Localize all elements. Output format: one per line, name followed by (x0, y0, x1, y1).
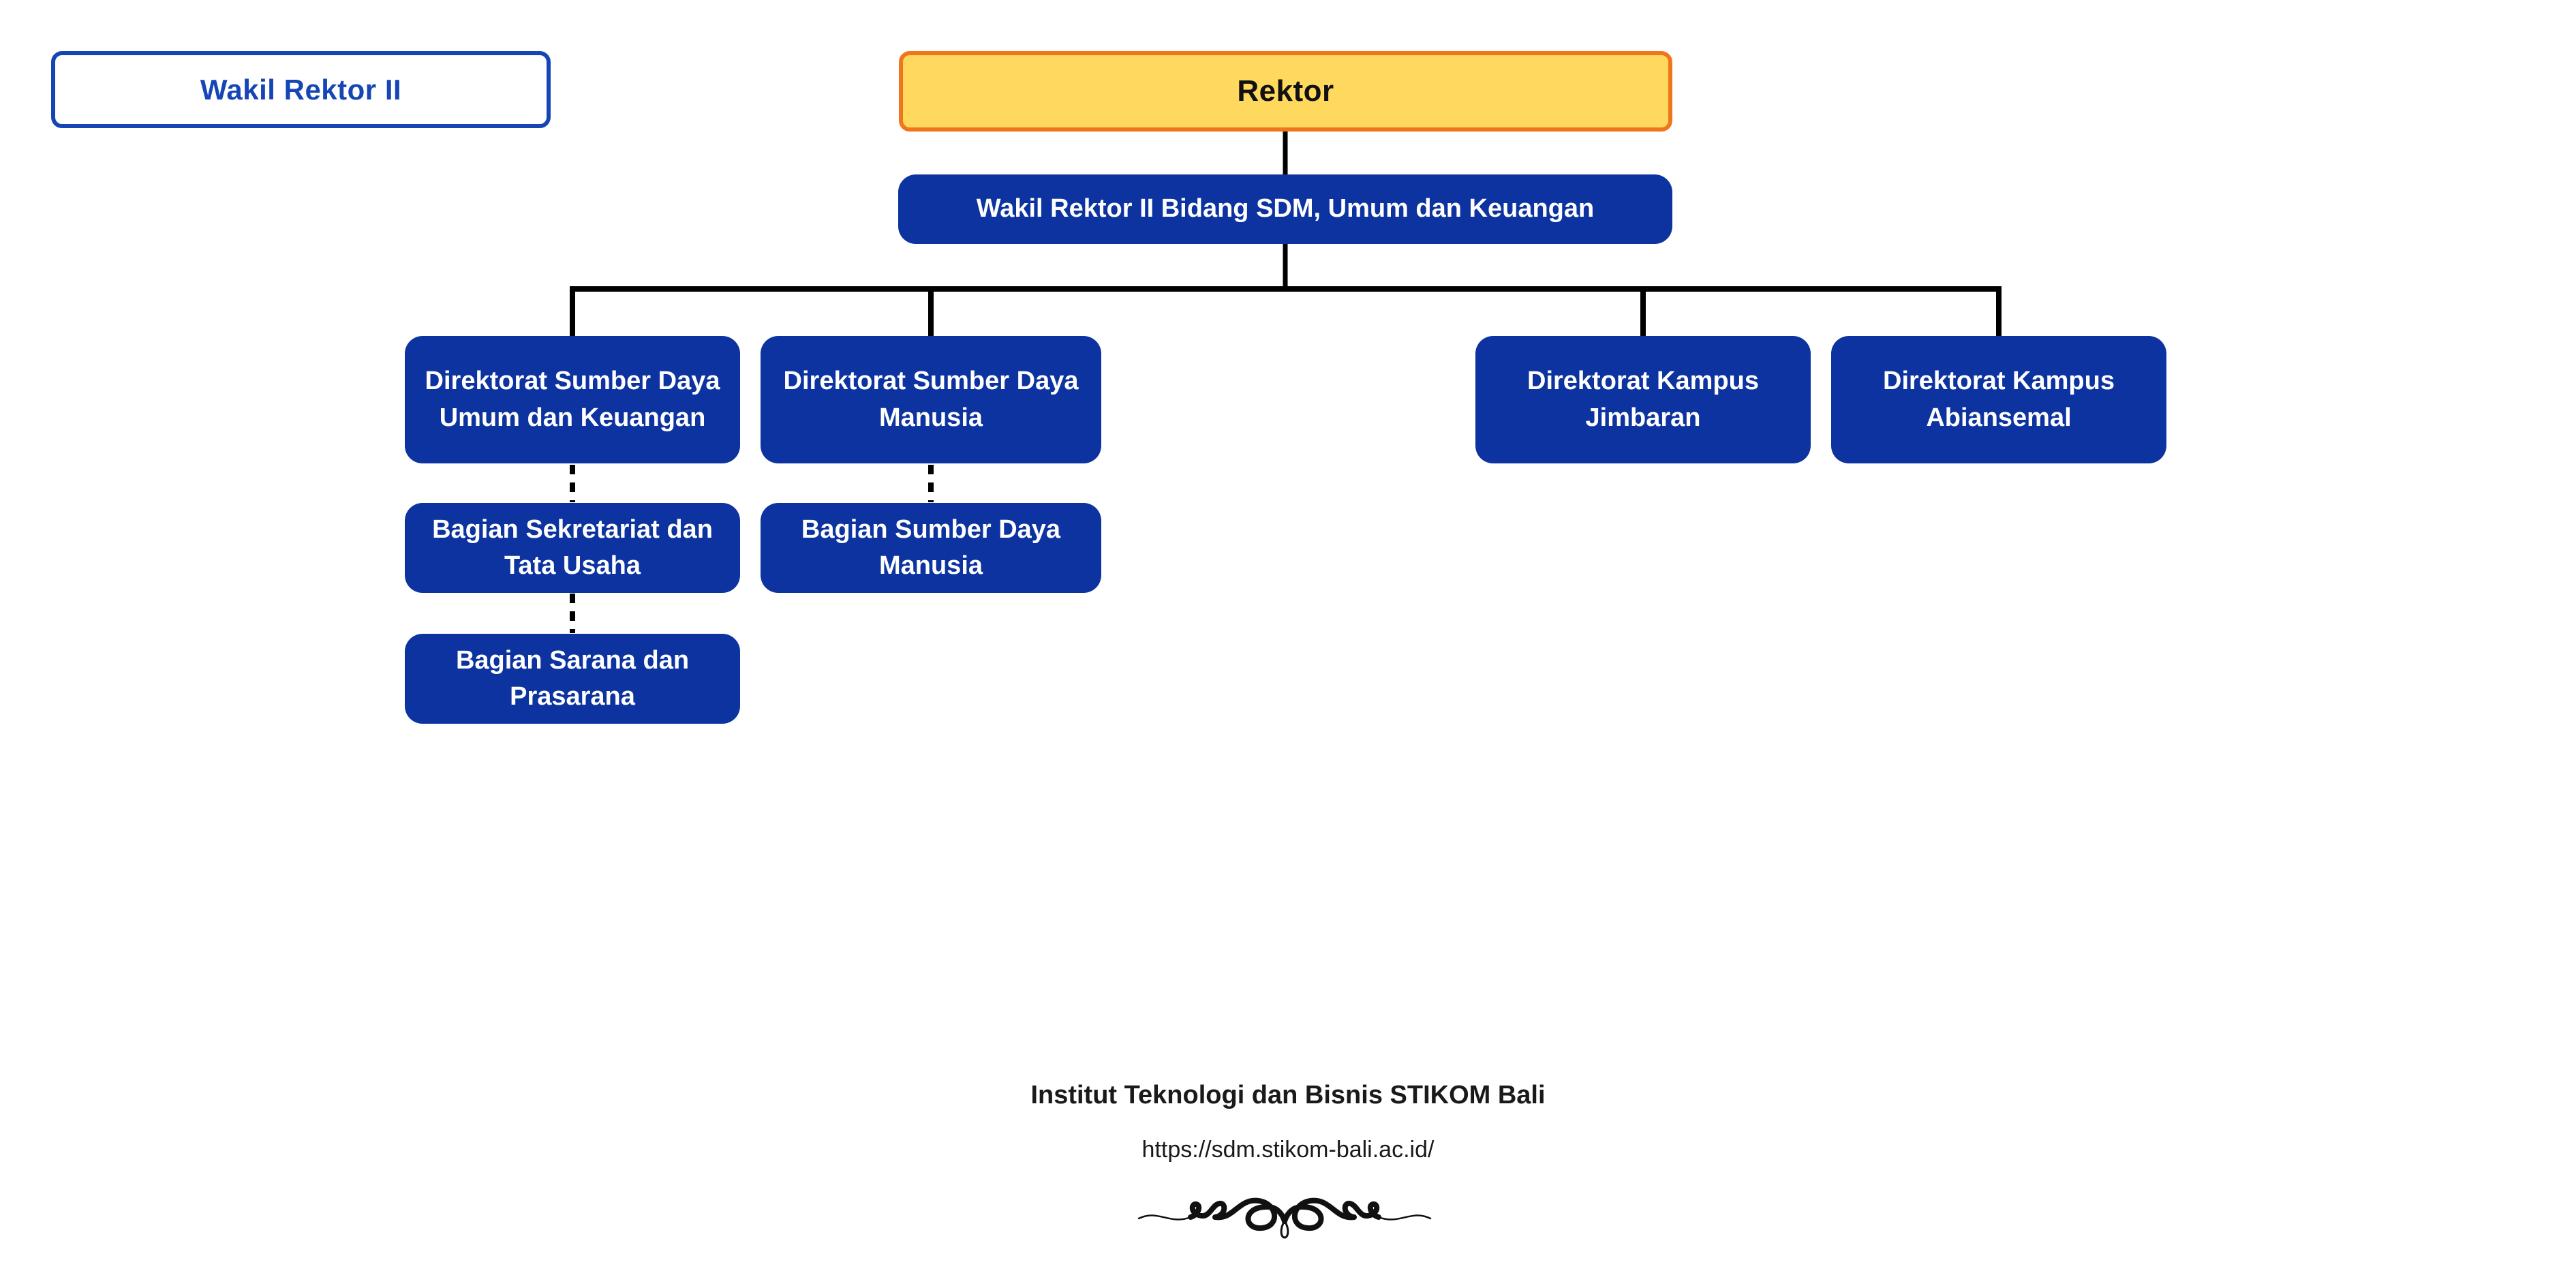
node-bagian-sekretariat-tata-usaha: Bagian Sekretariat dan Tata Usaha (405, 503, 740, 593)
node-wakil-rektor-ii-label: Wakil Rektor II Bidang SDM, Umum dan Keu… (976, 194, 1595, 224)
node-bagian-sarana-prasarana: Bagian Sarana dan Prasarana (405, 634, 740, 724)
footer-website-url: https://sdm.stikom-bali.ac.id/ (1141, 1137, 1435, 1163)
node-direktorat-kampus-abiansemal: Direktorat Kampus Abiansemal (1831, 336, 2166, 463)
node-direktorat-sdm: Direktorat Sumber Daya Manusia (761, 336, 1101, 463)
chart-title-box: Wakil Rektor II (51, 51, 551, 128)
node-rektor: Rektor (899, 51, 1672, 132)
node-bagian-sdm: Bagian Sumber Daya Manusia (761, 503, 1101, 593)
flourish-ornament-icon (1137, 1197, 1432, 1239)
node-direktorat-kampus-abiansemal-label: Direktorat Kampus Abiansemal (1883, 367, 2115, 432)
node-direktorat-sdm-label: Direktorat Sumber Daya Manusia (783, 367, 1079, 432)
node-rektor-label: Rektor (1237, 74, 1334, 108)
node-direktorat-kampus-jimbaran-label: Direktorat Kampus Jimbaran (1527, 367, 1759, 432)
node-bagian-sarana-prasarana-label: Bagian Sarana dan Prasarana (455, 645, 690, 711)
chart-title-label: Wakil Rektor II (200, 73, 402, 106)
node-direktorat-umum-keuangan: Direktorat Sumber Daya Umum dan Keuangan (405, 336, 740, 463)
node-direktorat-kampus-jimbaran: Direktorat Kampus Jimbaran (1475, 336, 1811, 463)
footer-institution: Institut Teknologi dan Bisnis STIKOM Bal… (1030, 1081, 1546, 1109)
node-direktorat-umum-keuangan-label: Direktorat Sumber Daya Umum dan Keuangan (425, 367, 720, 432)
node-bagian-sekretariat-tata-usaha-label: Bagian Sekretariat dan Tata Usaha (432, 515, 713, 580)
node-bagian-sdm-label: Bagian Sumber Daya Manusia (801, 515, 1061, 580)
node-wakil-rektor-ii: Wakil Rektor II Bidang SDM, Umum dan Keu… (898, 174, 1672, 244)
